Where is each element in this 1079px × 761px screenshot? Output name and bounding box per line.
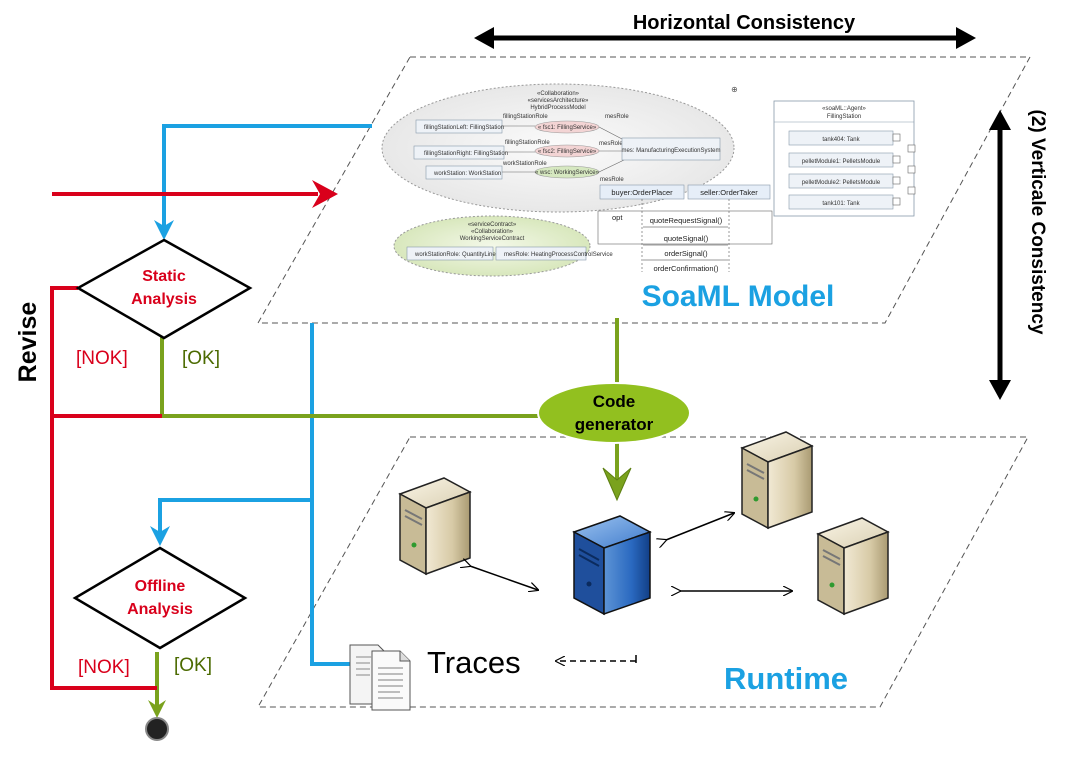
static-analysis-decision bbox=[75, 238, 253, 340]
soaml-model-title: SoaML Model bbox=[642, 280, 835, 313]
horizontal-consistency-label: Horizontal Consistency bbox=[633, 12, 856, 34]
offline-ok-guard: [OK] bbox=[174, 655, 212, 676]
buyer-label: buyer:OrderPlacer bbox=[611, 188, 673, 197]
code-generator-label-2: generator bbox=[575, 415, 654, 434]
message-label: quoteSignal() bbox=[664, 234, 709, 243]
server-right-top-icon bbox=[740, 431, 814, 530]
role1-label: fillingStationRole bbox=[503, 114, 548, 120]
mes-role2-label: mesRole bbox=[599, 141, 623, 147]
codegen-output-arrow bbox=[602, 467, 632, 502]
mes-text: mes: ManufacturingExecutionSystem bbox=[621, 148, 720, 154]
blue-flow bbox=[158, 124, 372, 666]
static-analysis-label-1: Static bbox=[142, 268, 186, 285]
horizontal-consistency-arrow bbox=[474, 27, 976, 49]
traces-label: Traces bbox=[427, 645, 521, 680]
revise-arrow-head bbox=[312, 180, 338, 208]
message-label: quoteRequestSignal() bbox=[650, 216, 723, 225]
offline-analysis-label-2: Analysis bbox=[127, 601, 193, 618]
agent-part-label: pelletModule1: PelletsModule bbox=[802, 159, 881, 165]
final-node bbox=[145, 717, 169, 741]
role3-label: workStationRole bbox=[502, 161, 547, 167]
offline-analysis-entry-arrow bbox=[150, 526, 170, 546]
offline-ok-arrow bbox=[148, 700, 166, 718]
sequence-messages: quoteRequestSignal() quoteSignal() order… bbox=[643, 216, 728, 273]
document-icon bbox=[349, 644, 411, 711]
server-left-icon bbox=[398, 477, 472, 576]
offline-analysis-label-1: Offline bbox=[135, 578, 186, 595]
filling-station-left-text: fillingStationLeft: FillingStation bbox=[424, 125, 504, 131]
message-label: orderConfirmation() bbox=[653, 264, 719, 273]
mes-role1-label: mesRole bbox=[605, 114, 629, 120]
traces-arrow bbox=[556, 655, 637, 663]
runtime-connections bbox=[470, 513, 792, 591]
collab1-name: HybridProcessModel bbox=[530, 105, 585, 111]
server-right-bottom-icon bbox=[816, 517, 890, 616]
agent-part-label: tank101: Tank bbox=[822, 201, 860, 207]
static-analysis-entry-arrow bbox=[154, 220, 174, 240]
svc3-text: « wsc: WorkingService» bbox=[535, 170, 600, 176]
svc2-text: « fsc2: FillingService» bbox=[538, 149, 597, 155]
mes-part bbox=[621, 137, 721, 161]
svc1-text: « fsc1: FillingService» bbox=[538, 125, 597, 131]
agent-name: FillingStation bbox=[827, 114, 861, 120]
work-station-part bbox=[425, 165, 503, 180]
work-station-text: workStation: WorkStation bbox=[433, 171, 501, 177]
opt-label: opt bbox=[612, 213, 623, 222]
filling-station-right-part bbox=[413, 145, 505, 160]
offline-analysis-decision bbox=[72, 546, 248, 650]
code-generator-node bbox=[537, 382, 691, 444]
revise-flow bbox=[50, 192, 318, 690]
agent-part-label: pelletModule2: PelletsModule bbox=[802, 180, 881, 186]
runtime-title: Runtime bbox=[724, 661, 848, 696]
filling-station-left-part bbox=[415, 119, 503, 134]
collab2-stereotype2: «Collaboration» bbox=[471, 229, 514, 235]
collab2-left-text: workStationRole: QuantityLineService bbox=[414, 252, 516, 258]
revise-label: Revise bbox=[14, 302, 42, 383]
collab1-stereotype2: «servicesArchitecture» bbox=[528, 98, 589, 104]
soaml-model-diagram: «Collaboration» «servicesArchitecture» H… bbox=[381, 83, 916, 277]
static-ok-guard: [OK] bbox=[182, 348, 220, 369]
vertical-consistency-arrow bbox=[989, 110, 1011, 400]
collab1-stereotype: «Collaboration» bbox=[537, 91, 580, 97]
collab2-right-text: mesRole: HeatingProcessControlService bbox=[504, 252, 613, 258]
static-analysis-label-2: Analysis bbox=[131, 291, 197, 308]
collab2-right-part bbox=[495, 246, 587, 261]
static-nok-guard: [NOK] bbox=[76, 348, 128, 369]
agent-part-label: tank404: Tank bbox=[822, 137, 860, 143]
working-service-contract bbox=[393, 215, 591, 277]
offline-nok-guard: [NOK] bbox=[78, 657, 130, 678]
vertical-consistency-label: (2) Verticale Consistency bbox=[1027, 110, 1048, 335]
mes-role3-label: mesRole bbox=[600, 177, 624, 183]
seller-label: seller:OrderTaker bbox=[700, 188, 758, 197]
server-central-icon bbox=[572, 515, 652, 616]
code-generator-label-1: Code bbox=[593, 392, 636, 411]
collab2-stereotype: «serviceContract» bbox=[468, 222, 517, 228]
role2-label: fillingStationRole bbox=[505, 140, 550, 146]
opt-frame bbox=[597, 210, 773, 245]
collab2-left-part bbox=[406, 246, 494, 261]
message-label: orderSignal() bbox=[664, 249, 708, 258]
model-corner-icon: ⊕ bbox=[731, 85, 738, 94]
filling-station-right-text: fillingStationRight: FillingStation bbox=[424, 151, 508, 157]
collab2-name: WorkingServiceContract bbox=[460, 236, 525, 242]
agent-parts: tank404: Tank pelletModule1: PelletsModu… bbox=[788, 130, 916, 210]
agent-stereotype: «soaML::Agent» bbox=[822, 106, 866, 112]
